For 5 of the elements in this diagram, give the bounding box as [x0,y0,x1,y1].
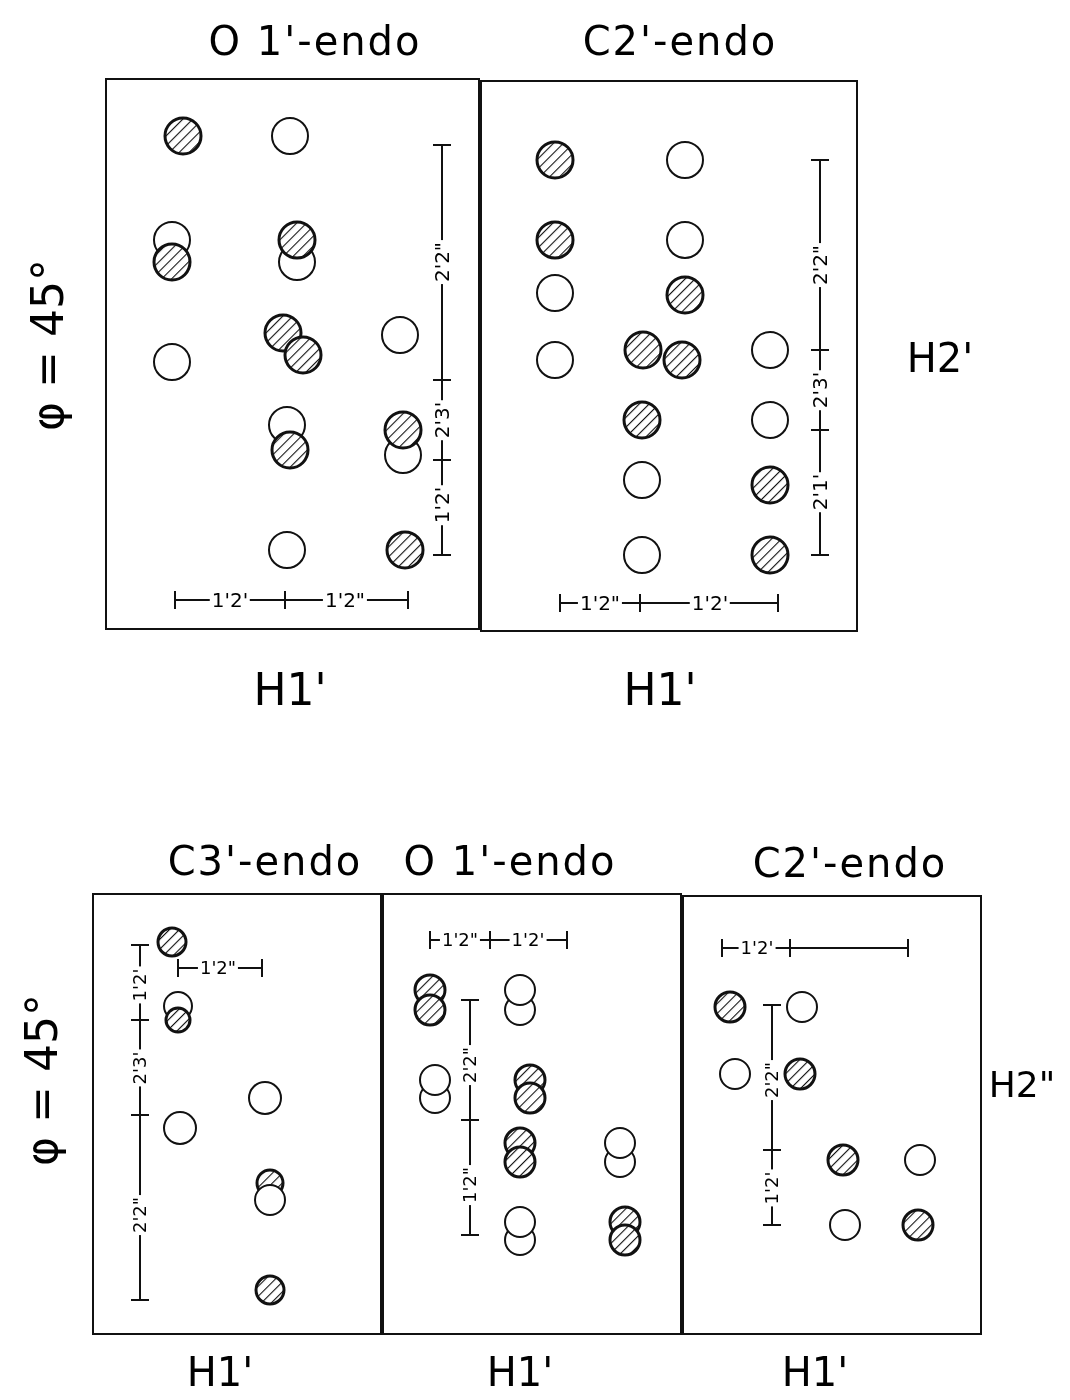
panel-title: C2'-endo [582,18,778,64]
panel-title: O 1'-endo [208,18,422,64]
panel-title: O 1'-endo [403,838,617,884]
panel-title: C3'-endo [167,838,363,884]
panel-title: C2'-endo [752,840,948,886]
